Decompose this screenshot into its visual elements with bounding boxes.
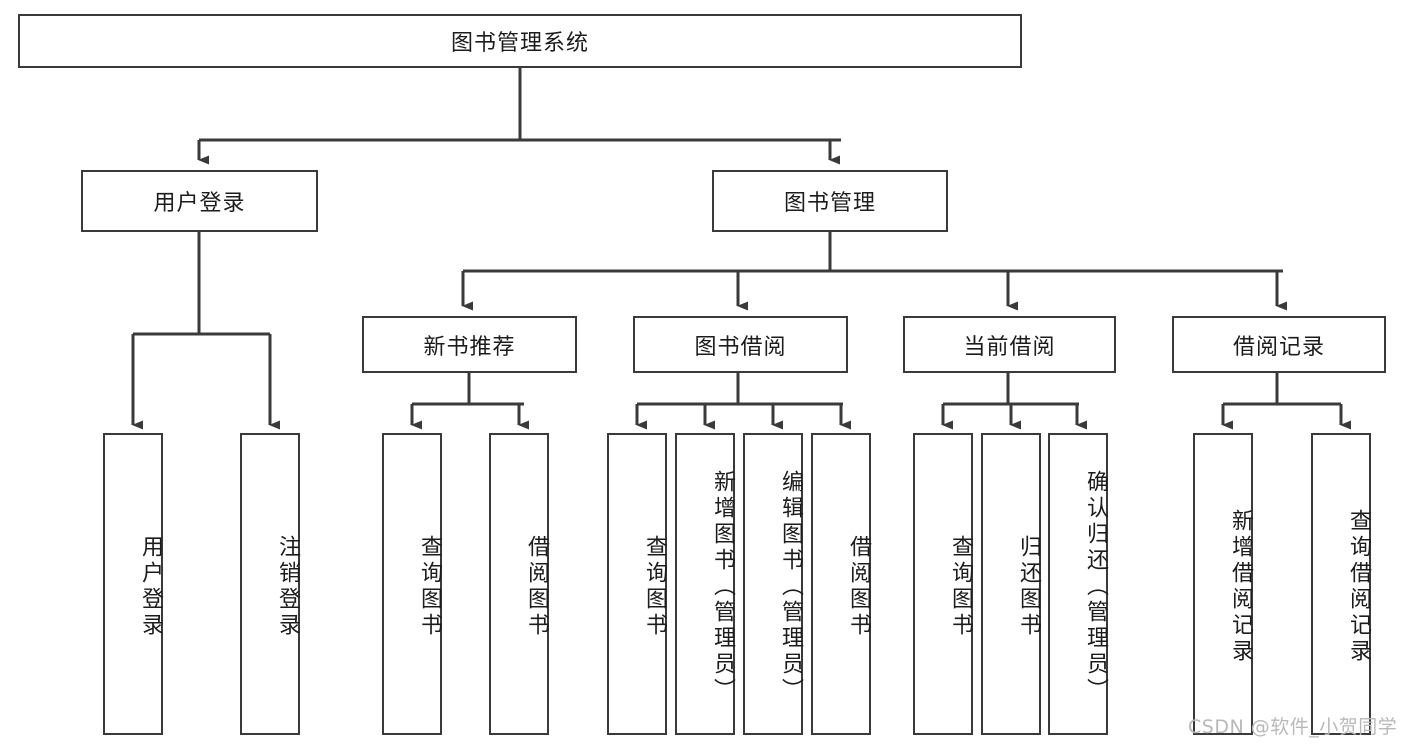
leaf-label: 查询图书 xyxy=(417,535,442,639)
node-borrow-record[interactable]: 借阅记录 xyxy=(1172,316,1386,373)
node-book-borrow-label: 图书借阅 xyxy=(694,334,787,360)
node-new-book-recommend[interactable]: 新书推荐 xyxy=(362,316,577,373)
node-new-book-recommend-label: 新书推荐 xyxy=(423,334,516,360)
leaf-borrow-record-query[interactable]: 查询借阅记录 xyxy=(1311,433,1371,735)
leaf-current-borrow-return[interactable]: 归还图书 xyxy=(981,433,1041,735)
leaf-current-borrow-query[interactable]: 查询图书 xyxy=(913,433,973,735)
leaf-borrow-record-add[interactable]: 新增借阅记录 xyxy=(1193,433,1253,735)
leaf-label: 新增图书（管理员） xyxy=(710,470,735,704)
leaf-book-borrow-add[interactable]: 新增图书（管理员） xyxy=(675,433,735,735)
leaf-label: 确认归还（管理员） xyxy=(1083,470,1108,704)
leaf-new-book-query[interactable]: 查询图书 xyxy=(382,433,442,735)
leaf-label: 查询图书 xyxy=(948,535,973,639)
node-book-borrow[interactable]: 图书借阅 xyxy=(633,316,848,373)
leaf-book-borrow-query[interactable]: 查询图书 xyxy=(607,433,667,735)
leaf-label: 借阅图书 xyxy=(846,535,871,639)
node-book-manage[interactable]: 图书管理 xyxy=(712,170,948,232)
node-borrow-record-label: 借阅记录 xyxy=(1232,334,1325,360)
node-user-login-label: 用户登录 xyxy=(153,191,246,216)
node-user-login[interactable]: 用户登录 xyxy=(81,170,318,232)
leaf-user-login-login[interactable]: 用户登录 xyxy=(103,433,163,735)
leaf-new-book-borrow[interactable]: 借阅图书 xyxy=(489,433,549,735)
node-root-label: 图书管理系统 xyxy=(450,31,589,56)
leaf-label: 注销登录 xyxy=(275,535,300,639)
node-current-borrow[interactable]: 当前借阅 xyxy=(903,316,1116,373)
leaf-label: 新增借阅记录 xyxy=(1228,509,1253,665)
node-current-borrow-label: 当前借阅 xyxy=(963,334,1056,360)
leaf-label: 查询借阅记录 xyxy=(1346,509,1371,665)
watermark-text: CSDN @软件_小贺同学 xyxy=(1188,716,1398,738)
leaf-book-borrow-edit[interactable]: 编辑图书（管理员） xyxy=(743,433,803,735)
leaf-label: 借阅图书 xyxy=(524,535,549,639)
node-book-manage-label: 图书管理 xyxy=(783,191,876,216)
leaf-label: 用户登录 xyxy=(138,535,163,639)
leaf-label: 编辑图书（管理员） xyxy=(778,470,803,704)
leaf-user-login-logout[interactable]: 注销登录 xyxy=(240,433,300,735)
leaf-current-borrow-confirm[interactable]: 确认归还（管理员） xyxy=(1048,433,1108,735)
leaf-label: 查询图书 xyxy=(642,535,667,639)
node-root[interactable]: 图书管理系统 xyxy=(18,14,1022,68)
leaf-label: 归还图书 xyxy=(1016,535,1041,639)
leaf-book-borrow-borrow[interactable]: 借阅图书 xyxy=(811,433,871,735)
